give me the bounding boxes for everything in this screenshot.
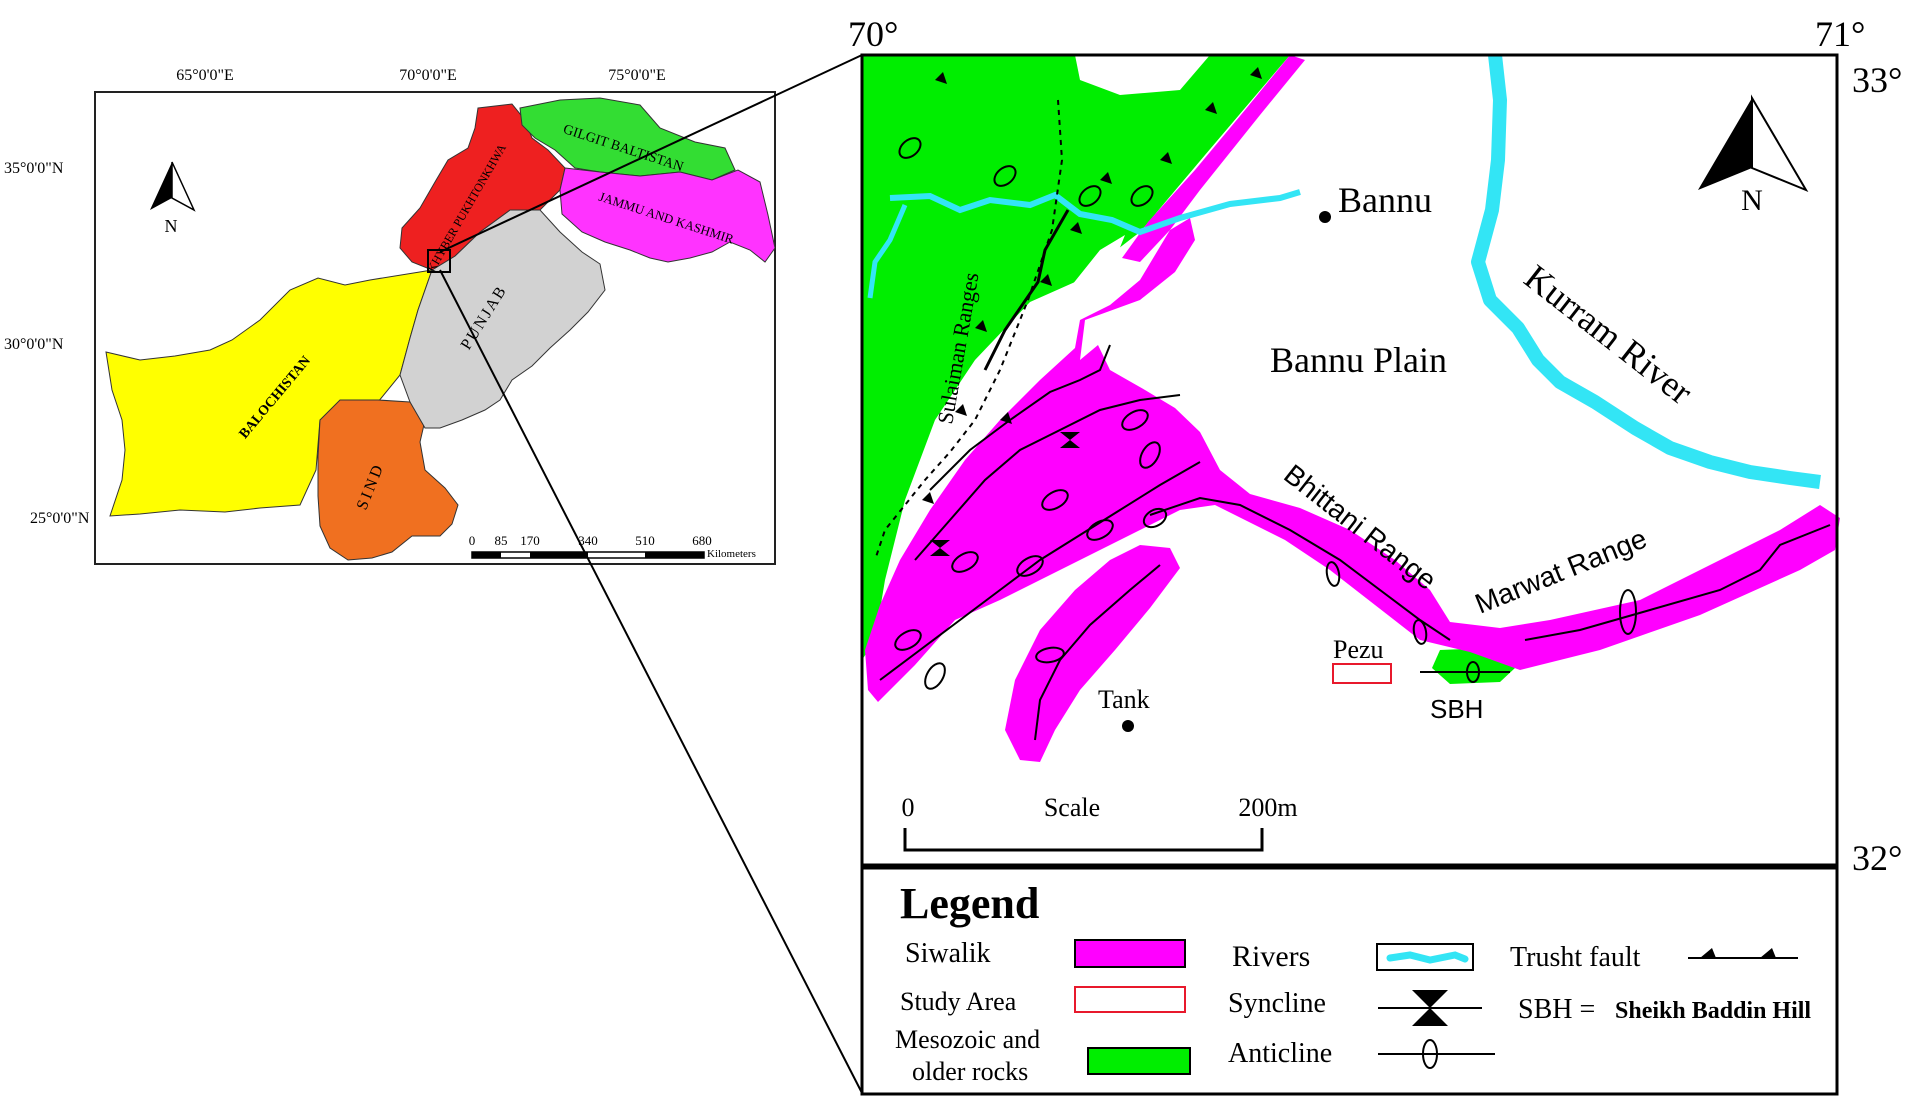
lon-label-75: 75°0'0"E [608,67,666,84]
syncline-markers [930,432,1080,556]
anticline-ellipses [894,137,1637,690]
kurram-river [1471,54,1821,489]
legend-anticline-label: Anticline [1228,1038,1332,1069]
scale-tick-340: 340 [578,533,598,548]
thrust-fault-solid [983,209,1070,371]
index-north-label: N [165,216,178,236]
coord-70: 70° [848,14,898,54]
legend-syncline-symbol [1378,990,1482,1026]
label-bannu-plain: Bannu Plain [1270,340,1447,380]
province-kashmir [559,167,776,263]
scale-tick-510: 510 [635,533,655,548]
label-kurram-river: Kurram River [1517,257,1700,412]
label-tank: Tank [1098,685,1150,714]
legend-mesozoic-swatch [1087,1047,1191,1075]
scale-unit: Kilometers [707,548,756,560]
legend-study-area-label: Study Area [900,987,1017,1016]
zoom-line-top [439,54,863,253]
legend-mesozoic-label-1: Mesozoic and [895,1025,1040,1054]
lat-label-25: 25°0'0"N [30,510,90,527]
lon-label-65: 65°0'0"E [176,67,234,84]
legend-title: Legend [900,879,1039,928]
siwalik-northern-strip [1122,55,1305,262]
legend-thrust-label: Trusht fault [1510,942,1641,973]
main-map: Bannu Bannu Plain Kurram River Sulaiman … [848,14,1902,878]
legend-study-area-swatch [1074,986,1186,1013]
anticline-axes [879,344,1831,741]
lat-label-30: 30°0'0"N [4,336,64,353]
label-sbh: SBH [1430,694,1483,724]
main-map-frame [860,53,1839,867]
index-study-box [427,249,451,273]
main-north-label: N [1741,184,1763,217]
legend-siwalik-label: Siwalik [905,938,991,969]
coord-33: 33° [1852,60,1902,100]
coord-32: 32° [1852,838,1902,878]
legend: Legend Siwalik Study Area Mesozoic and o… [860,866,1839,1096]
scale-tick-170: 170 [520,533,540,548]
index-scale-bar: 0 85 170 340 510 680 Kilometers [469,533,756,560]
legend-rivers-label: Rivers [1232,940,1310,973]
river-west [889,189,1301,236]
siwalik-southern-lobe [1005,545,1180,762]
coord-71: 71° [1815,14,1865,54]
scale-start: 0 [902,793,915,822]
lat-label-35: 35°0'0"N [4,160,64,177]
scale-end: 200m [1238,793,1297,822]
scale-tick-0: 0 [469,533,476,548]
legend-sbh-full: Sheikh Baddin Hill [1615,998,1811,1024]
lon-label-70: 70°0'0"E [399,67,457,84]
label-bannu: Bannu [1338,180,1432,220]
siwalik-main [865,218,1840,702]
study-area-box [1332,663,1392,684]
legend-thrust-symbol [1688,948,1798,959]
label-pezu: Pezu [1333,635,1384,664]
main-north-arrow-icon: N [1698,94,1809,217]
scale-label: Scale [1044,793,1100,822]
scale-tick-680: 680 [692,533,712,548]
index-map: 65°0'0"E 70°0'0"E 75°0'0"E 35°0'0"N 30°0… [4,67,776,565]
scale-tick-85: 85 [495,533,508,548]
legend-syncline-label: Syncline [1228,988,1326,1019]
index-north-arrow-icon: N [150,161,196,236]
zoom-line-bottom [439,269,863,1094]
bannu-point [1319,211,1331,223]
legend-anticline-symbol [1378,1039,1495,1069]
province-kpk [399,103,566,271]
legend-mesozoic-label-2: older rocks [912,1057,1028,1086]
legend-siwalik-swatch [1074,939,1186,968]
main-scale: 0 Scale 200m [902,793,1298,852]
legend-frame [860,866,1839,1096]
tank-point [1122,720,1134,732]
thrust-teeth [922,67,1262,504]
legend-sbh-abbr: SBH = [1518,994,1595,1025]
